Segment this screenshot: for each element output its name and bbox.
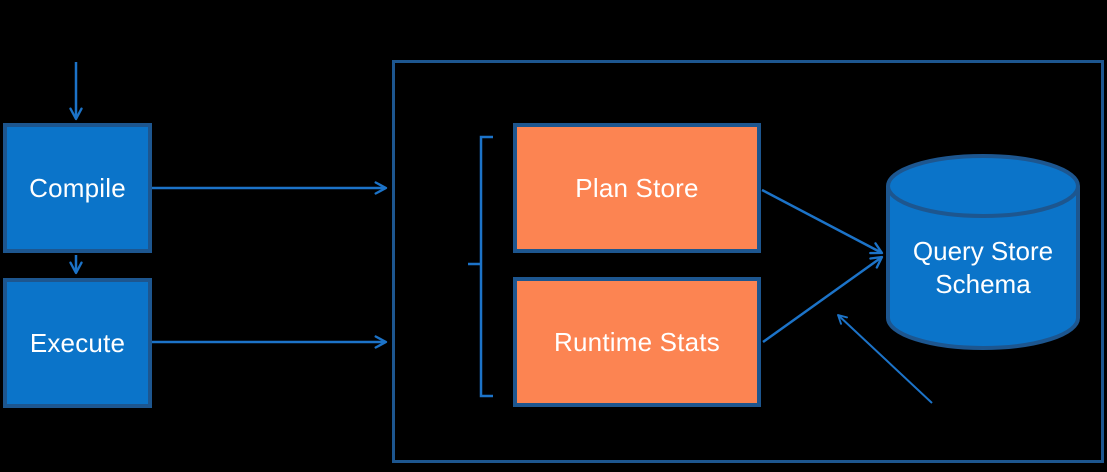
runtime-stats-box: Runtime Stats <box>513 277 761 407</box>
compile-label: Compile <box>29 172 126 203</box>
query-store-schema-label: Query Store Schema <box>912 236 1054 299</box>
plan-store-label: Plan Store <box>575 172 699 203</box>
query-store-container-box <box>392 60 1104 463</box>
execute-label: Execute <box>29 327 126 358</box>
plan-store-box: Plan Store <box>513 123 761 253</box>
compile-box: Compile <box>3 123 152 253</box>
execute-box: Execute <box>3 278 152 408</box>
runtime-stats-label: Runtime Stats <box>554 326 720 357</box>
